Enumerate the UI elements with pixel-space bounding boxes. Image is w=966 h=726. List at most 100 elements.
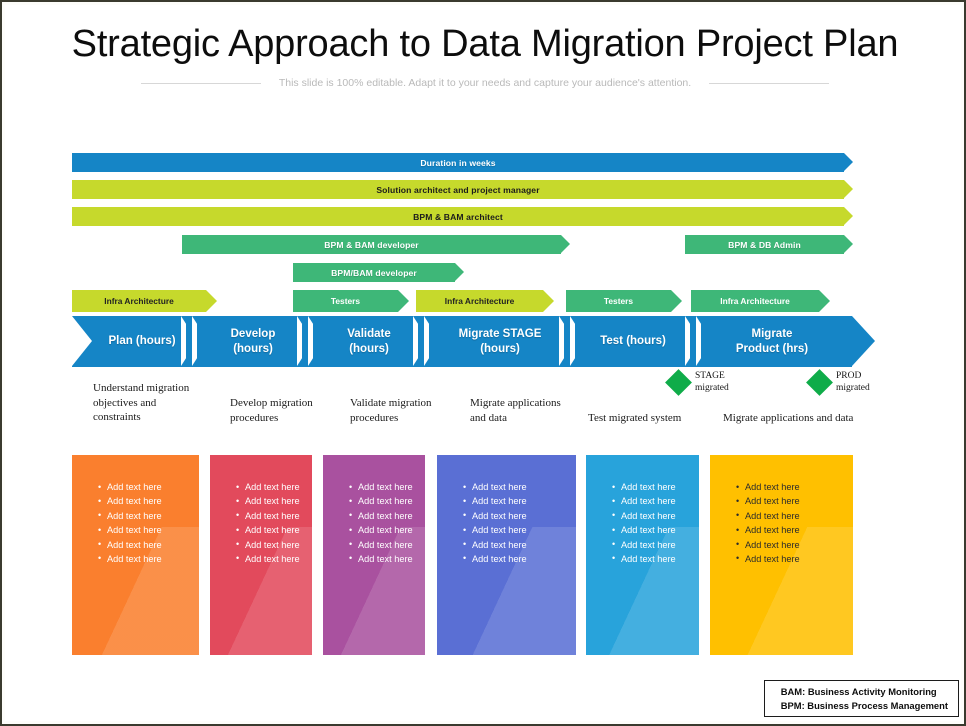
list-item: Add text here (463, 497, 576, 506)
card-bullet-list: Add text here Add text here Add text her… (323, 455, 425, 564)
description-migrate-product: Migrate applications and data (723, 412, 854, 424)
role-arrow-label: Infra Architecture (104, 296, 174, 306)
phase-strip-arrow-head-icon (852, 316, 875, 366)
list-item: Add text here (236, 511, 312, 521)
arrow-tip-icon (455, 263, 464, 281)
card-plan[interactable]: Add text here Add text here Add text her… (72, 455, 199, 655)
phase-separator-icon (559, 316, 591, 367)
role-arrow-testers-1[interactable]: Testers (293, 290, 409, 312)
list-item: Add text here (736, 554, 853, 564)
phase-separator-icon (685, 316, 717, 367)
list-item: Add text here (463, 511, 576, 521)
list-item: Add text here (463, 554, 576, 564)
page-title: Strategic Approach to Data Migration Pro… (71, 23, 899, 65)
diamond-marker-icon (665, 369, 692, 397)
milestone-label: PROD migrated (836, 371, 870, 395)
role-arrow-infra-architecture-1[interactable]: Infra Architecture (72, 290, 217, 312)
band-label: Duration in weeks (420, 157, 496, 168)
card-migrate-stage[interactable]: Add text here Add text here Add text her… (437, 455, 576, 655)
timeline-band-duration[interactable]: Duration in weeks (72, 153, 853, 172)
card-develop[interactable]: Add text here Add text here Add text her… (210, 455, 312, 655)
list-item: Add text here (463, 482, 576, 492)
role-arrow-infra-architecture-2[interactable]: Infra Architecture (416, 290, 554, 312)
band-label: BPM & BAM developer (324, 239, 419, 250)
list-item: Add text here (349, 554, 425, 564)
legend-line-bam: BAM: Business Activity Monitoring (780, 686, 937, 698)
card-bullet-list: Add text here Add text here Add text her… (210, 455, 312, 564)
timeline-band-bpm-db-admin[interactable]: BPM & DB Admin (685, 235, 853, 254)
band-label: BPM/BAM developer (331, 267, 417, 278)
list-item: Add text here (736, 511, 853, 521)
list-item: Add text here (612, 511, 699, 521)
description-develop: Develop migration procedures (230, 397, 313, 424)
role-arrow-testers-2[interactable]: Testers (566, 290, 682, 312)
arrow-tip-icon (398, 290, 409, 312)
phase-chevron-strip: Plan (hours) Develop (hours) Validate (h… (72, 316, 875, 367)
list-item: Add text here (98, 511, 199, 521)
card-validate[interactable]: Add text here Add text here Add text her… (323, 455, 425, 655)
band-label: BPM & DB Admin (728, 239, 801, 250)
phase-separator-icon (181, 316, 213, 367)
description-migrate-stage: Migrate applications and data (470, 397, 561, 424)
card-migrate-product[interactable]: Add text here Add text here Add text her… (710, 455, 853, 655)
timeline-band-bpm-bam-developer-2[interactable]: BPM/BAM developer (293, 263, 464, 282)
timeline-band-bpm-bam-developer[interactable]: BPM & BAM developer (182, 235, 570, 254)
subtitle-row: This slide is 100% editable. Adapt it to… (5, 77, 961, 89)
card-test[interactable]: Add text here Add text here Add text her… (586, 455, 699, 655)
role-arrow-label: Infra Architecture (444, 296, 515, 306)
milestone-line1: STAGE (695, 371, 725, 381)
role-arrow-label: Infra Architecture (720, 296, 790, 306)
list-item: Add text here (612, 497, 699, 506)
list-item: Add text here (349, 511, 425, 521)
milestone-line1: PROD (836, 371, 862, 381)
list-item: Add text here (736, 540, 853, 550)
slide-canvas: Strategic Approach to Data Migration Pro… (5, 5, 961, 721)
arrow-tip-icon (206, 290, 217, 312)
milestone-line2: migrated (695, 382, 729, 393)
list-item: Add text here (98, 525, 199, 535)
list-item: Add text here (236, 540, 312, 550)
page-subtitle: This slide is 100% editable. Adapt it to… (278, 77, 692, 89)
list-item: Add text here (236, 525, 312, 535)
list-item: Add text here (98, 540, 199, 550)
timeline-band-bpm-bam-architect[interactable]: BPM & BAM architect (72, 207, 853, 226)
list-item: Add text here (612, 525, 699, 535)
role-arrow-infra-architecture-3[interactable]: Infra Architecture (691, 290, 830, 312)
milestone-line2: migrated (836, 382, 870, 393)
list-item: Add text here (349, 540, 425, 550)
legend-line-bpm: BPM: Business Process Management (780, 699, 948, 711)
card-bullet-list: Add text here Add text here Add text her… (710, 455, 853, 564)
list-item: Add text here (98, 482, 199, 492)
arrow-tip-icon (844, 180, 853, 198)
card-bullet-list: Add text here Add text here Add text her… (72, 455, 199, 564)
list-item: Add text here (736, 525, 853, 535)
milestone-prod-migrated: PROD migrated (806, 369, 870, 397)
description-validate: Validate migration procedures (350, 397, 432, 424)
list-item: Add text here (349, 497, 425, 506)
phase-separator-icon (413, 316, 445, 367)
band-label: BPM & BAM architect (413, 211, 503, 222)
milestone-label: STAGE migrated (695, 371, 729, 395)
milestone-stage-migrated: STAGE migrated (665, 369, 729, 397)
arrow-tip-icon (561, 235, 570, 253)
arrow-tip-icon (844, 235, 853, 253)
list-item: Add text here (736, 497, 853, 506)
list-item: Add text here (463, 525, 576, 535)
arrow-tip-icon (844, 153, 853, 171)
decorative-line-left (140, 82, 261, 84)
phase-strip-notch-icon (72, 316, 92, 366)
list-item: Add text here (349, 482, 425, 492)
role-arrow-label: Testers (330, 296, 361, 306)
arrow-tip-icon (819, 290, 830, 312)
list-item: Add text here (612, 540, 699, 550)
list-item: Add text here (236, 497, 312, 506)
list-item: Add text here (463, 540, 576, 550)
role-arrow-label: Testers (603, 296, 634, 306)
timeline-band-solution-architect[interactable]: Solution architect and project manager (72, 180, 853, 199)
diamond-marker-icon (806, 369, 833, 397)
band-label: Solution architect and project manager (376, 184, 540, 195)
arrow-tip-icon (543, 290, 554, 312)
list-item: Add text here (98, 497, 199, 506)
card-bullet-list: Add text here Add text here Add text her… (586, 455, 699, 564)
phase-separator-icon (297, 316, 329, 367)
